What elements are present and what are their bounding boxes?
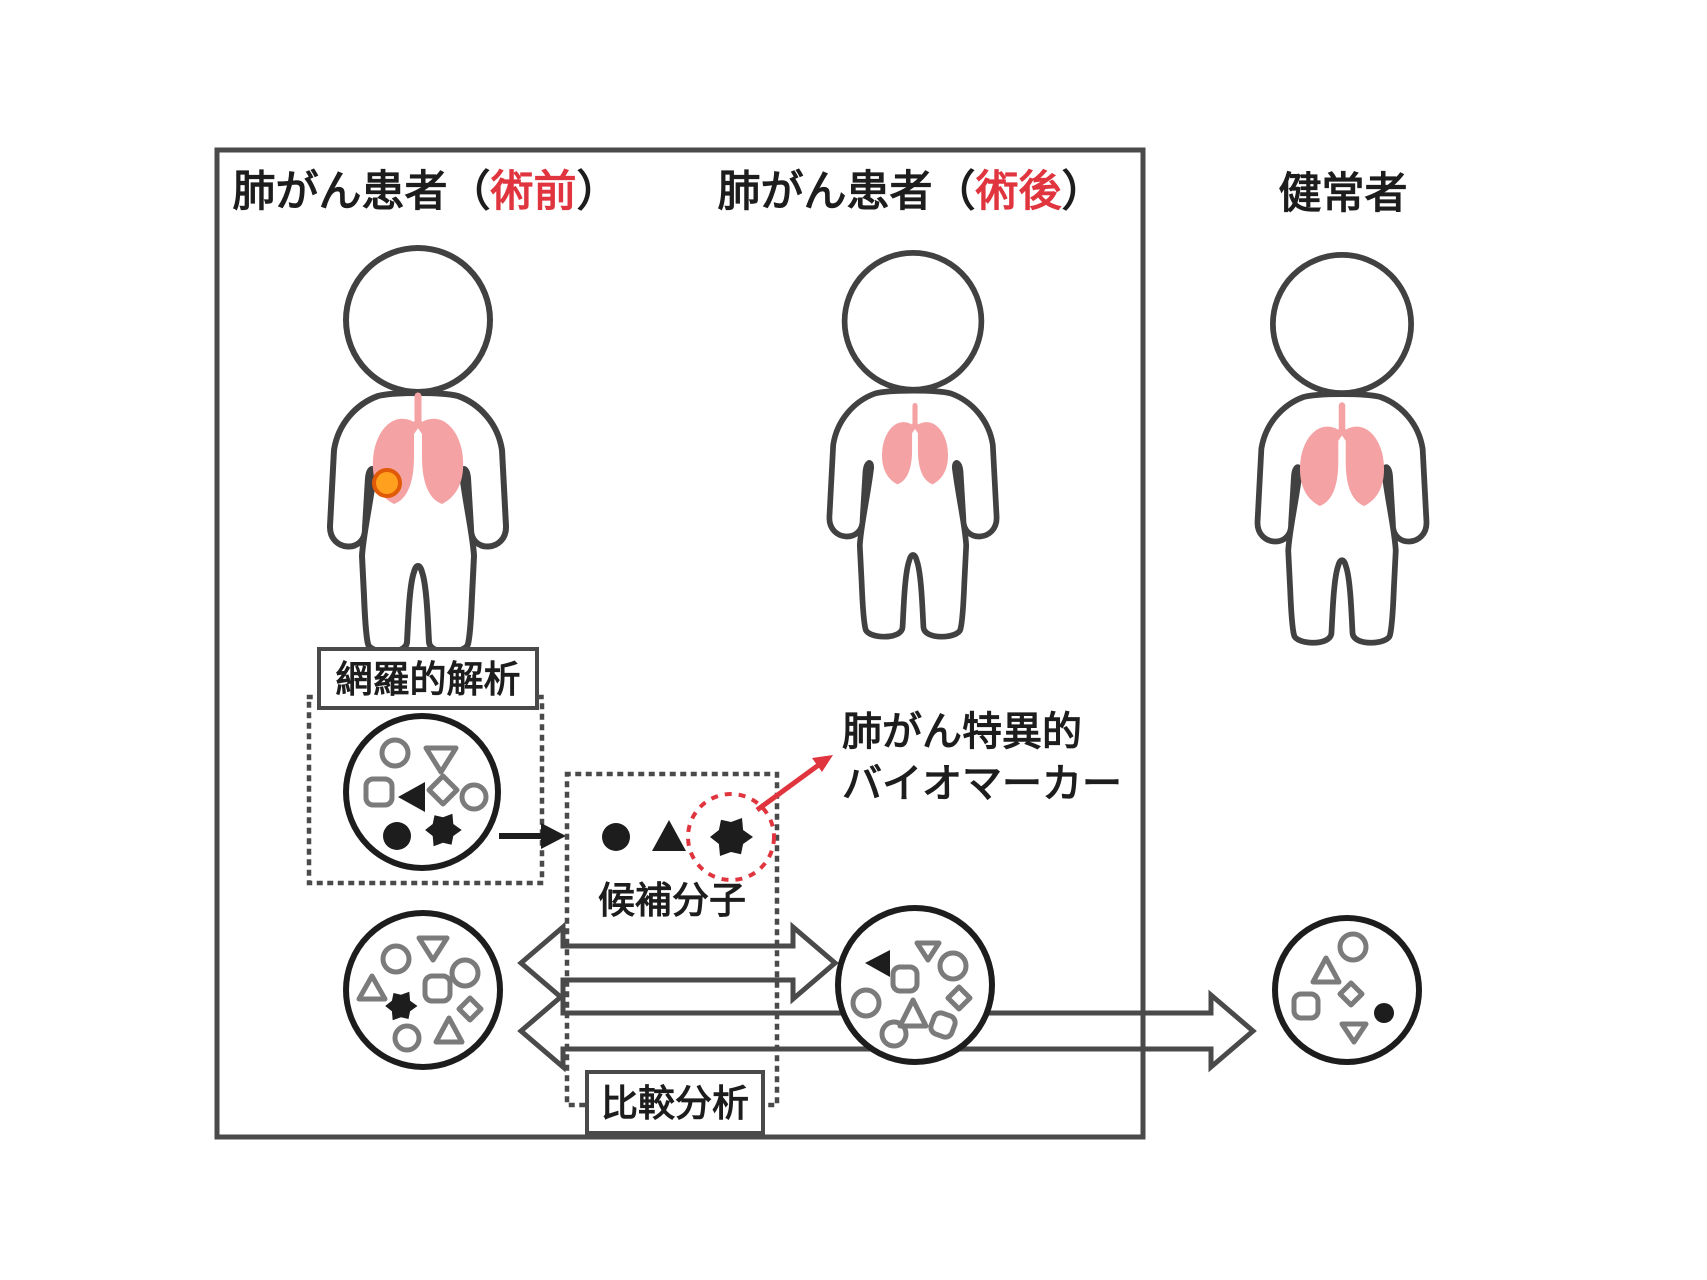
molecule-triangle-down <box>1339 1021 1369 1045</box>
molecule-circle <box>380 943 412 975</box>
title-pre-surgery: 肺がん患者（術前） <box>233 168 620 216</box>
title-healthy: 健常者 <box>1279 170 1408 218</box>
candidate-molecules-label: 候補分子 <box>598 880 746 921</box>
molecule-triangle-up <box>433 1015 465 1045</box>
molecule-circle <box>459 782 489 812</box>
molecule-triangle-down <box>914 940 942 963</box>
molecule-circle <box>937 950 969 982</box>
molecule-triangle-filled <box>865 950 890 977</box>
sample-circle-healthy <box>1272 915 1422 1065</box>
molecule-square <box>363 776 395 808</box>
molecule-diamond <box>945 984 973 1012</box>
molecule-circle <box>1337 931 1369 963</box>
molecule-circle-filled <box>383 822 411 850</box>
molecule-circle <box>850 987 882 1019</box>
molecule-circle <box>879 1019 909 1049</box>
candidate-tumor-blob <box>710 818 753 856</box>
sample-circle-analysis <box>343 713 501 871</box>
sample-circle-pre-surgery <box>343 910 503 1070</box>
molecule-square <box>928 1010 958 1040</box>
molecule-triangle-filled <box>398 782 425 812</box>
tumor-molecule-blob <box>385 991 418 1021</box>
person-healthy-icon <box>1258 255 1427 643</box>
comparative-analysis-label: 比較分析 <box>601 1083 749 1124</box>
comprehensive-analysis-label-box <box>317 647 539 710</box>
molecule-circle-filled <box>1374 1003 1394 1023</box>
patient-panel-box <box>214 147 1146 1140</box>
biomarker-highlight-circle <box>686 792 776 882</box>
title-post-surgery: 肺がん患者（術後） <box>718 168 1105 216</box>
molecule-diamond <box>426 773 460 807</box>
candidate-triangle-filled <box>652 820 686 851</box>
molecule-square <box>422 973 453 1004</box>
molecule-triangle-up <box>356 973 388 1002</box>
molecule-square <box>890 964 920 994</box>
compare-arrow-pre-post <box>517 921 839 1005</box>
molecule-circle <box>392 1023 422 1053</box>
molecule-triangle-down <box>416 935 450 963</box>
tumor-molecule-blob <box>425 813 462 847</box>
lung-tumor-icon <box>372 468 402 498</box>
molecule-triangle-down <box>423 745 459 775</box>
molecule-diamond <box>456 995 484 1023</box>
molecule-diamond <box>1337 980 1365 1008</box>
comparative-analysis-label-box <box>585 1070 765 1135</box>
molecule-triangle-up <box>897 997 929 1029</box>
candidate-molecules-dotted-box <box>564 771 780 1108</box>
sample-circle-post-surgery <box>835 905 995 1065</box>
molecule-circle <box>379 737 411 769</box>
biomarker-label-line2: バイオマーカー <box>842 762 1122 806</box>
comprehensive-analysis-label: 網羅的解析 <box>336 659 521 700</box>
person-post-surgery-icon <box>829 253 996 637</box>
molecule-square <box>1291 991 1321 1021</box>
molecule-circle <box>449 957 481 989</box>
biomarker-label-line1: 肺がん特異的 <box>842 710 1082 754</box>
analysis-to-candidates-arrow <box>499 823 566 849</box>
biomarker-callout-arrow <box>755 755 833 813</box>
molecule-triangle-up <box>1310 955 1342 985</box>
person-pre-surgery-icon <box>330 248 506 652</box>
candidate-circle-filled <box>602 823 630 851</box>
